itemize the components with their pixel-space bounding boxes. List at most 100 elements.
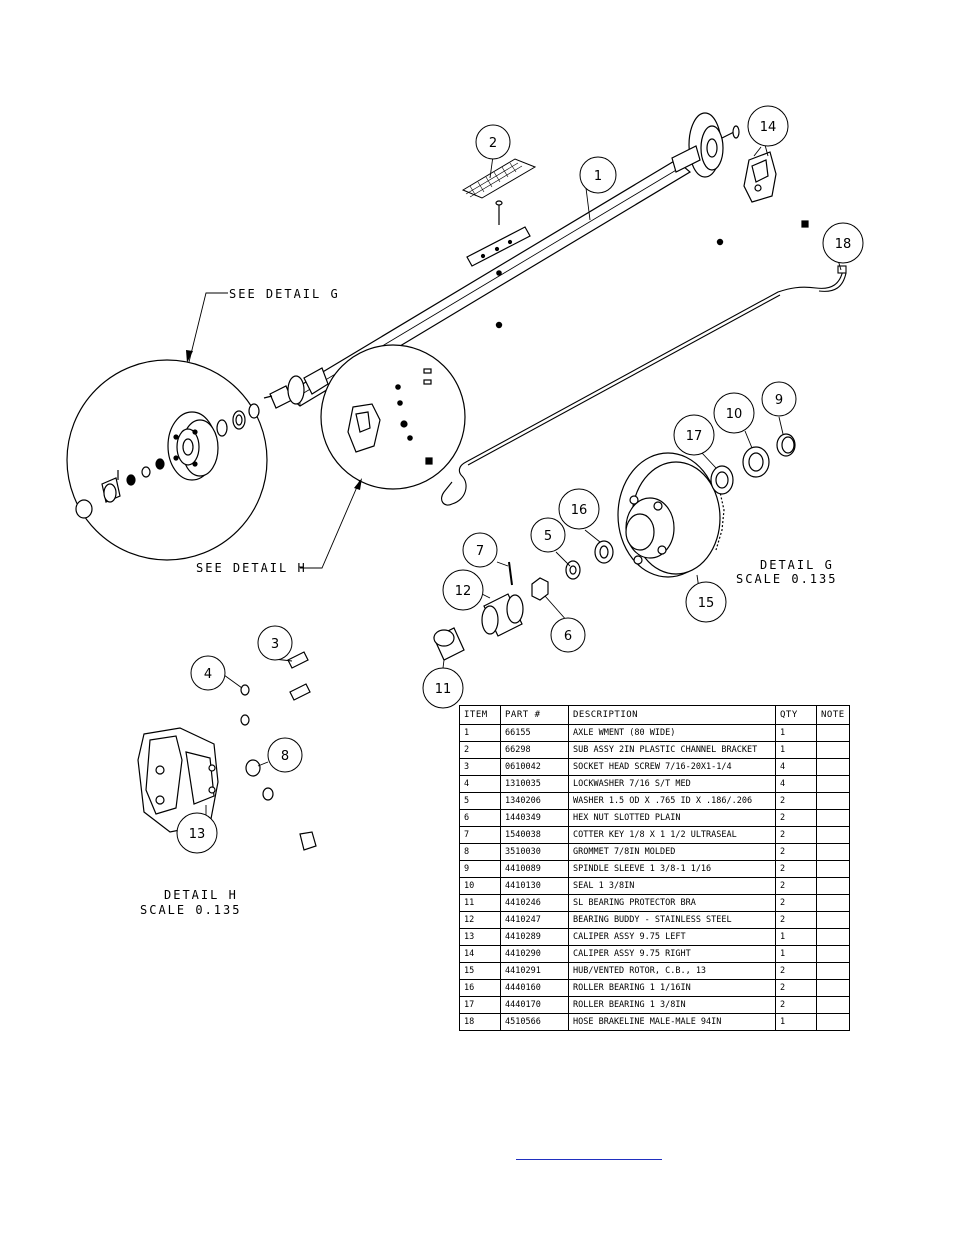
callout-balloon (822, 222, 864, 264)
cell-note (816, 894, 850, 912)
callout-1: 1 (594, 169, 602, 184)
cell-qty: 1 (775, 945, 817, 963)
cell-description: CALIPER ASSY 9.75 RIGHT (568, 945, 776, 963)
detail-g-circle (66, 359, 268, 561)
cell-part-number: 4410291 (500, 962, 569, 980)
cell-part-number: 66298 (500, 741, 569, 759)
callout-3: 3 (271, 637, 279, 652)
cell-part-number: 4510566 (500, 1013, 569, 1031)
cell-qty: 4 (775, 758, 817, 776)
cell-part-number: 4410290 (500, 945, 569, 963)
cell-description: SOCKET HEAD SCREW 7/16-20X1-1/4 (568, 758, 776, 776)
callout-balloon (550, 617, 586, 653)
callout-17: 17 (686, 429, 703, 444)
callout-balloon (462, 532, 498, 568)
cell-note (816, 962, 850, 980)
cell-qty: 2 (775, 877, 817, 895)
callout-2: 2 (489, 136, 497, 151)
cell-item: 18 (459, 1013, 501, 1031)
cell-description: SEAL 1 3/8IN (568, 877, 776, 895)
callout-6: 6 (564, 629, 572, 644)
cell-item: 6 (459, 809, 501, 827)
caliper-right (743, 151, 777, 203)
cell-part-number: 4410130 (500, 877, 569, 895)
callout-16: 16 (571, 503, 588, 518)
cell-item: 7 (459, 826, 501, 844)
callout-13: 13 (189, 827, 206, 842)
cell-part-number: 4440170 (500, 996, 569, 1014)
cell-qty: 2 (775, 894, 817, 912)
header-description: DESCRIPTION (568, 705, 776, 725)
cell-part-number: 3510030 (500, 843, 569, 861)
callout-9: 9 (775, 393, 783, 408)
detail-g-parts (433, 433, 796, 661)
detail-g-scale: SCALE 0.135 (736, 572, 837, 586)
cell-note (816, 1013, 850, 1031)
cell-item: 12 (459, 911, 501, 929)
cell-item: 5 (459, 792, 501, 810)
callout-balloon (442, 569, 484, 611)
cell-note (816, 724, 850, 742)
cell-part-number: 66155 (500, 724, 569, 742)
cell-note (816, 928, 850, 946)
cell-part-number: 0610042 (500, 758, 569, 776)
cell-part-number: 1310035 (500, 775, 569, 793)
callout-11: 11 (435, 682, 452, 697)
cell-description: SUB ASSY 2IN PLASTIC CHANNEL BRACKET (568, 741, 776, 759)
cell-item: 13 (459, 928, 501, 946)
cell-description: BEARING BUDDY - STAINLESS STEEL (568, 911, 776, 929)
cell-qty: 4 (775, 775, 817, 793)
callout-7: 7 (476, 544, 484, 559)
leader-lines (186, 144, 842, 822)
cell-note (816, 741, 850, 759)
cell-item: 15 (459, 962, 501, 980)
cell-item: 14 (459, 945, 501, 963)
cell-description: GROMMET 7/8IN MOLDED (568, 843, 776, 861)
callout-15: 15 (698, 596, 715, 611)
cell-note (816, 996, 850, 1014)
footer-link[interactable] (516, 1157, 662, 1160)
callout-balloon (190, 655, 226, 691)
cell-part-number: 4410247 (500, 911, 569, 929)
cell-part-number: 4410089 (500, 860, 569, 878)
cell-qty: 2 (775, 826, 817, 844)
cell-item: 2 (459, 741, 501, 759)
callout-balloon (257, 625, 293, 661)
header-item: ITEM (459, 705, 501, 725)
cell-description: SL BEARING PROTECTOR BRA (568, 894, 776, 912)
callout-12: 12 (455, 584, 472, 599)
callout-balloon (558, 488, 600, 530)
cell-note (816, 809, 850, 827)
cell-note (816, 826, 850, 844)
cell-qty: 2 (775, 911, 817, 929)
callout-balloon (176, 812, 218, 854)
callout-balloon (747, 105, 789, 147)
callout-10: 10 (726, 407, 743, 422)
cell-note (816, 758, 850, 776)
cell-part-number: 4410289 (500, 928, 569, 946)
table-header-row: ITEM PART # DESCRIPTION QTY NOTE (459, 705, 850, 725)
cell-description: CALIPER ASSY 9.75 LEFT (568, 928, 776, 946)
channel-bracket (461, 158, 537, 267)
cell-part-number: 1540038 (500, 826, 569, 844)
brake-hose (441, 265, 847, 506)
detail-g-title: DETAIL G (760, 558, 834, 572)
cell-description: HUB/VENTED ROTOR, C.B., 13 (568, 962, 776, 980)
cell-note (816, 877, 850, 895)
cell-description: WASHER 1.5 OD X .765 ID X .186/.206 (568, 792, 776, 810)
cell-qty: 2 (775, 979, 817, 997)
cell-description: HOSE BRAKELINE MALE-MALE 94IN (568, 1013, 776, 1031)
